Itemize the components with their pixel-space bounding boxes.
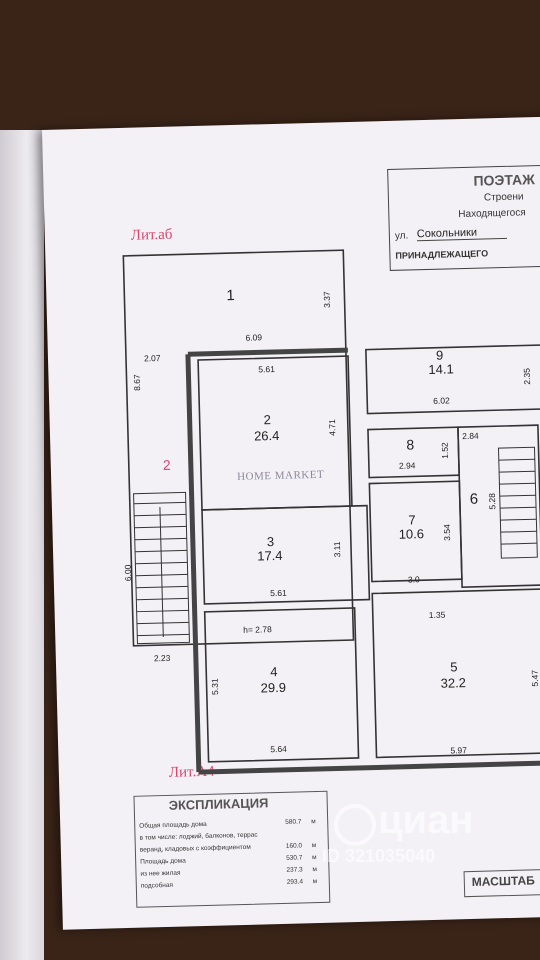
explication-unit: м — [311, 818, 316, 826]
dimension: 3.54 — [441, 524, 453, 541]
room-number: 3 — [266, 534, 275, 550]
explication-unit: м — [312, 878, 318, 886]
explication-row-label: Площадь дома — [140, 857, 186, 866]
room-number: 1 — [226, 287, 235, 305]
dimension: 2.07 — [143, 352, 161, 364]
floor-plan-sheet: ПОЭТАЖ Строени Находящегося ул. Сокольни… — [42, 116, 540, 930]
dimension: 6.09 — [245, 332, 263, 343]
room-area: 14.1 — [428, 361, 454, 377]
dimension: 3.11 — [331, 541, 343, 558]
binder-edge — [0, 130, 44, 960]
explication-row-value: 293.4 — [286, 878, 304, 886]
explication-table: ЭКСПЛИКАЦИЯ Общая площадь дома 580.7 в т… — [133, 790, 331, 908]
explication-row-label: подсобная — [140, 881, 174, 890]
room-number: 5 — [450, 659, 458, 675]
room-number: 2 — [162, 456, 171, 473]
explication-row-value: 160.0 — [285, 842, 303, 850]
explication-row-value: 530.7 — [286, 854, 303, 862]
dimension: 5.28 — [486, 492, 498, 510]
room-number: 9 — [435, 347, 444, 363]
dimension: 5.97 — [450, 745, 468, 756]
dimension: 1.35 — [428, 609, 446, 621]
room-number: 7 — [408, 512, 416, 528]
explication-row-label: Общая площадь дома — [139, 820, 207, 830]
dimension: 5.64 — [270, 743, 287, 755]
room-area: 26.4 — [253, 427, 280, 444]
dimension: 1.52 — [439, 442, 451, 459]
height-note: h= 2.78 — [243, 624, 272, 635]
dimension: 2.23 — [153, 652, 171, 664]
explication-row-label: веранд, кладовых с коэффициентом — [139, 843, 251, 854]
dimension: 6.00 — [122, 564, 134, 582]
room-area: 10.6 — [398, 526, 425, 542]
room-number: 4 — [270, 664, 278, 680]
floor-plan-drawing — [122, 249, 540, 775]
cian-id-watermark: ID 321035040 — [322, 846, 436, 866]
explication-row-value: 580.7 — [285, 818, 302, 826]
explication-unit: м — [312, 854, 317, 862]
dimension: 8.67 — [131, 374, 143, 392]
dimension: 2.84 — [462, 430, 479, 442]
dimension: 5.61 — [258, 363, 276, 375]
room-number: 6 — [469, 490, 479, 508]
cian-logo-mark — [334, 804, 376, 846]
room-number: 2 — [263, 412, 272, 428]
room-area: 32.2 — [440, 675, 467, 691]
explication-title: ЭКСПЛИКАЦИЯ — [168, 795, 269, 813]
explication-unit: м — [311, 842, 317, 850]
dimension: 4.71 — [326, 419, 338, 436]
dimension: 5.47 — [529, 669, 540, 687]
dimension: 6.02 — [433, 395, 450, 406]
home-market-watermark: HOME MARKET — [236, 468, 325, 484]
explication-unit: м — [312, 866, 318, 874]
dimension: 5.61 — [270, 587, 287, 599]
dimension: 3.37 — [321, 291, 333, 309]
room-number: 8 — [406, 436, 415, 453]
cian-brand-watermark: циан — [378, 798, 474, 842]
room-area: 29.9 — [260, 679, 287, 696]
dimension: 5.31 — [209, 678, 221, 696]
dimension: 2.35 — [521, 367, 533, 385]
explication-row-value: 237.3 — [286, 866, 303, 874]
dimension: 3.0 — [407, 574, 420, 585]
scale-label: МАСШТАБ — [471, 873, 535, 890]
room-area: 17.4 — [257, 547, 283, 564]
explication-row-label: в том числе: лоджий, балконов, террас — [139, 831, 258, 842]
explication-row-label: из нее жилая — [140, 869, 181, 878]
dimension: 2.94 — [398, 460, 416, 471]
